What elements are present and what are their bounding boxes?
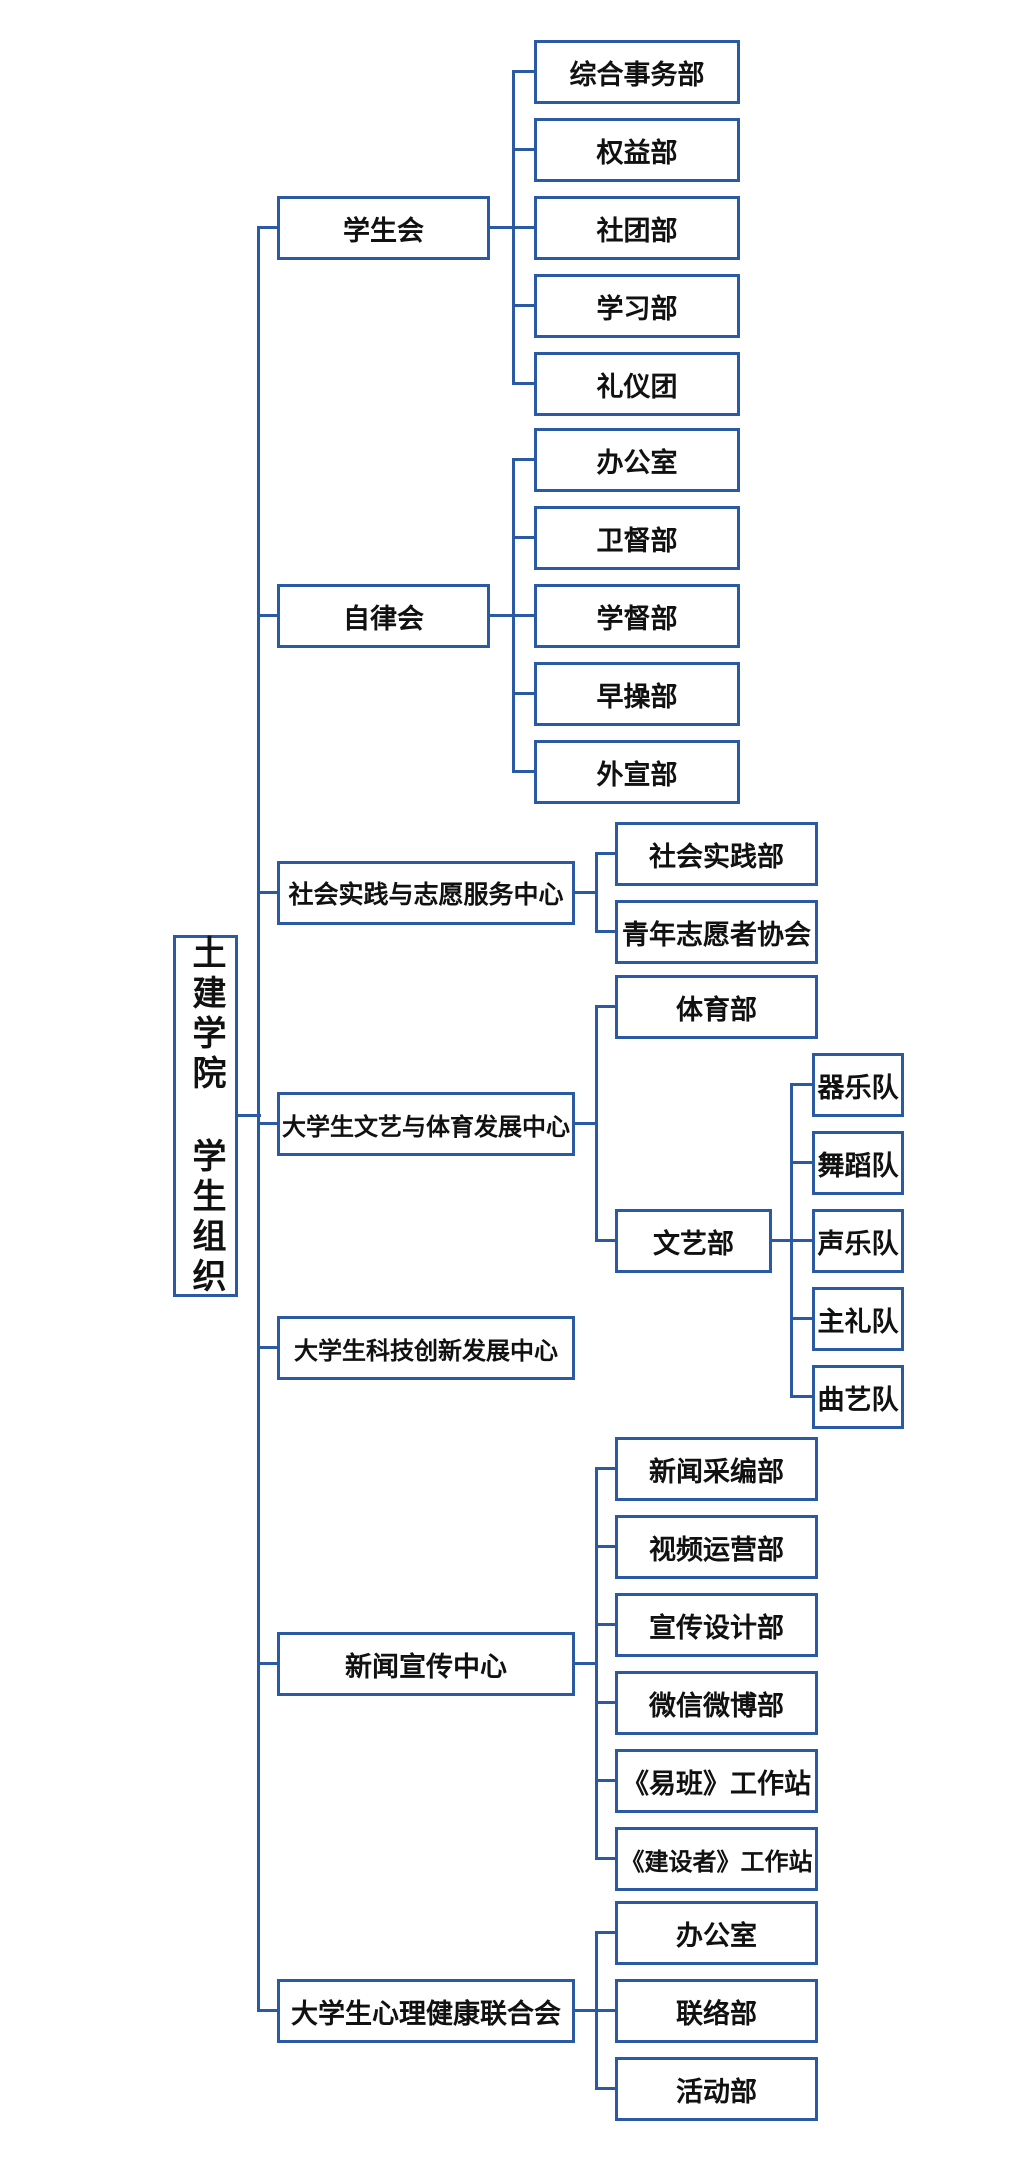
node-dance-team: 舞蹈队 xyxy=(812,1131,904,1195)
node-morning-exercise-dept: 早操部 xyxy=(534,662,740,726)
connector-line xyxy=(257,1122,277,1125)
connector-line xyxy=(512,226,534,229)
connector-line xyxy=(512,770,534,773)
connector-line xyxy=(595,1779,615,1782)
connector-line xyxy=(512,692,534,695)
node-publicity-design-dept: 宣传设计部 xyxy=(615,1593,818,1657)
node-social-practice-volunteer-center: 社会实践与志愿服务中心 xyxy=(277,861,575,925)
node-quyi-team: 曲艺队 xyxy=(812,1365,904,1429)
connector-line xyxy=(595,2009,615,2012)
node-liaison-dept: 联络部 xyxy=(615,1979,818,2043)
node-video-operation-dept: 视频运营部 xyxy=(615,1515,818,1579)
connector-line xyxy=(575,1122,598,1125)
node-yiban-workstation: 《易班》工作站 xyxy=(615,1749,818,1813)
node-study-dept: 学习部 xyxy=(534,274,740,338)
node-rights-dept: 权益部 xyxy=(534,118,740,182)
node-vocal-team: 声乐队 xyxy=(812,1209,904,1273)
node-study-supervision-dept: 学督部 xyxy=(534,584,740,648)
connector-line xyxy=(595,1467,615,1470)
node-student-union: 学生会 xyxy=(277,196,490,260)
connector-line xyxy=(257,1662,277,1665)
connector-line xyxy=(490,614,515,617)
node-external-publicity-dept: 外宣部 xyxy=(534,740,740,804)
connector-line xyxy=(257,891,277,894)
connector-line xyxy=(595,1239,615,1242)
node-self-discipline-assoc: 自律会 xyxy=(277,584,490,648)
spine-line xyxy=(595,1005,598,1242)
connector-line xyxy=(490,226,515,229)
connector-line xyxy=(257,1346,277,1349)
connector-line xyxy=(595,1857,615,1860)
node-jianshezhe-workstation: 《建设者》工作站 xyxy=(615,1827,818,1891)
trunk-line xyxy=(257,226,260,2012)
connector-line xyxy=(512,614,534,617)
connector-line xyxy=(790,1239,812,1242)
connector-line xyxy=(595,1931,615,1934)
node-wechat-weibo-dept: 微信微博部 xyxy=(615,1671,818,1735)
connector-line xyxy=(575,891,598,894)
connector-line xyxy=(512,70,534,73)
node-etiquette-team: 礼仪团 xyxy=(534,352,740,416)
node-sci-tech-innovation-center: 大学生科技创新发展中心 xyxy=(277,1316,575,1380)
node-news-editing-dept: 新闻采编部 xyxy=(615,1437,818,1501)
connector-line xyxy=(790,1083,812,1086)
connector-line xyxy=(257,2009,277,2012)
connector-line xyxy=(512,382,534,385)
node-hygiene-supervision-dept: 卫督部 xyxy=(534,506,740,570)
node-social-practice-dept: 社会实践部 xyxy=(615,822,818,886)
node-office: 办公室 xyxy=(615,1901,818,1965)
connector-line xyxy=(512,304,534,307)
connector-line xyxy=(238,1114,261,1117)
connector-line xyxy=(595,1005,615,1008)
spine-line xyxy=(595,1467,598,1860)
node-news-publicity-center: 新闻宣传中心 xyxy=(277,1632,575,1696)
node-general-affairs-dept: 综合事务部 xyxy=(534,40,740,104)
connector-line xyxy=(595,1701,615,1704)
node-root: 土建学院 学生组织 xyxy=(173,935,238,1298)
node-arts-sports-center: 大学生文艺与体育发展中心 xyxy=(277,1092,575,1156)
connector-line xyxy=(257,614,277,617)
connector-line xyxy=(595,852,615,855)
connector-line xyxy=(595,1545,615,1548)
node-sports-dept: 体育部 xyxy=(615,975,818,1039)
connector-line xyxy=(575,1662,598,1665)
node-mental-health-federation: 大学生心理健康联合会 xyxy=(277,1979,575,2043)
connector-line xyxy=(512,458,534,461)
node-clubs-dept: 社团部 xyxy=(534,196,740,260)
connector-line xyxy=(790,1317,812,1320)
node-ceremony-team: 主礼队 xyxy=(812,1287,904,1351)
node-activity-dept: 活动部 xyxy=(615,2057,818,2121)
spine-line xyxy=(595,852,598,933)
node-youth-volunteer-assoc: 青年志愿者协会 xyxy=(615,900,818,964)
connector-line xyxy=(257,226,277,229)
connector-line xyxy=(575,2009,598,2012)
connector-line xyxy=(512,148,534,151)
connector-line xyxy=(595,2087,615,2090)
connector-line xyxy=(595,1623,615,1626)
node-arts-dept: 文艺部 xyxy=(615,1209,772,1273)
connector-line xyxy=(790,1395,812,1398)
connector-line xyxy=(772,1239,793,1242)
connector-line xyxy=(790,1161,812,1164)
node-instrumental-team: 器乐队 xyxy=(812,1053,904,1117)
node-office: 办公室 xyxy=(534,428,740,492)
connector-line xyxy=(595,930,615,933)
connector-line xyxy=(512,536,534,539)
